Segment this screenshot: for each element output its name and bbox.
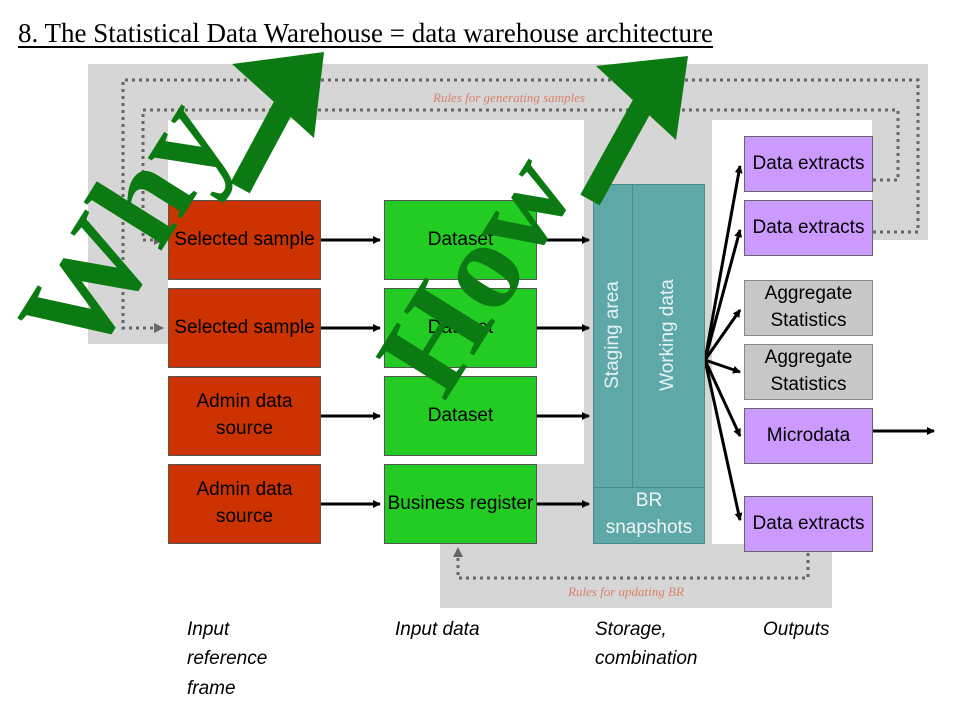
column-outputs: Outputs [763,619,830,640]
output-data-extracts-2: Data extracts [744,200,873,256]
dataset-box-1: Dataset [384,200,537,280]
output-aggregate-statistics-1: Aggregate Statistics [744,280,873,336]
output-data-extracts-3: Data extracts [744,496,873,552]
br-snapshots-block [593,487,705,544]
dataset-box-3: Dataset [384,376,537,456]
output-data-extracts-1: Data extracts [744,136,873,192]
output-microdata: Microdata [744,408,873,464]
column-input-reference-frame: Input reference frame [187,619,268,699]
column-input-data: Input data [395,619,480,640]
input-box-selected-sample-2: Selected sample [168,288,321,368]
column-storage-combination: Storage, combination [595,619,698,670]
business-register-box: Business register [384,464,537,544]
rules-samples-loop-outer [121,78,920,333]
br-snapshots-label: BR snapshots [605,490,693,538]
input-box-admin-data-2: Admin data source [168,464,321,544]
rules-top-label: Rules for generating samples [433,90,586,105]
working-data-column [632,184,705,488]
output-aggregate-statistics-2: Aggregate Statistics [744,344,873,400]
left-rules-panel [88,64,168,344]
why-arrow [230,52,324,194]
page-title: 8. The Statistical Data Warehouse = data… [18,18,714,48]
rules-bottom-label: Rules for updating BR [568,584,684,599]
input-box-selected-sample-1: Selected sample [168,200,321,280]
dataset-box-2: Dataset [384,288,537,368]
input-box-admin-data-1: Admin data source [168,376,321,456]
how-arrow [580,56,688,206]
